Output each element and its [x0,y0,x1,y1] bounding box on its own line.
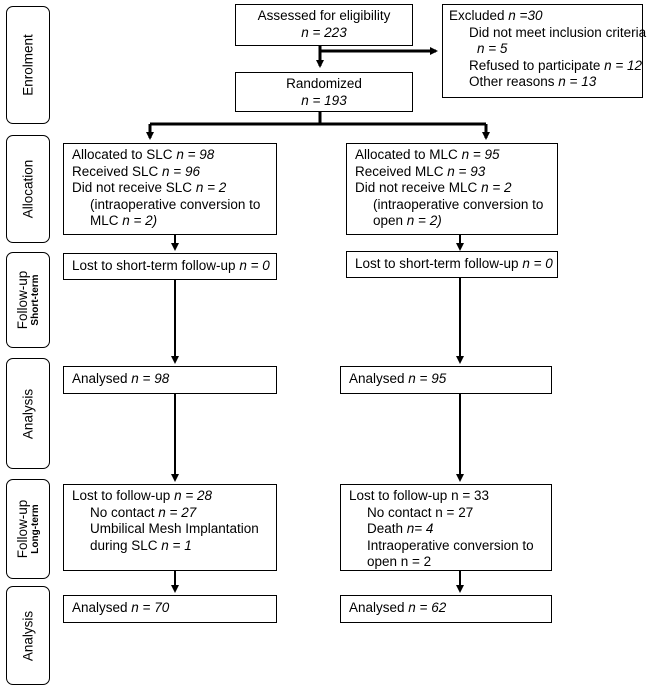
mlc-allocation-box: Allocated to MLC n = 95 Received MLC n =… [346,143,558,235]
mlc-lost-box: Lost to follow-up n = 33 No contact n = … [340,484,552,571]
slc-analysed1-box: Analysed n = 98 [63,366,277,394]
excluded-box: Excluded n =30 Did not meet inclusion cr… [442,4,646,98]
mlc-analysed1-box: Analysed n = 95 [340,366,552,394]
stage-analysis-1: Analysis [6,358,50,469]
stage-analysis-2: Analysis [6,586,50,685]
slc-analysed2-box: Analysed n = 70 [63,595,277,623]
mlc-short-term-box: Lost to short-term follow-up n = 0 [346,251,558,278]
stage-followup-long: Follow-up Long-term [6,479,50,579]
stage-enrolment: Enrolment [6,6,50,124]
slc-allocation-box: Allocated to SLC n = 98 Received SLC n =… [63,143,277,235]
slc-lost-box: Lost to follow-up n = 28 No contact n = … [63,484,277,571]
assessed-box: Assessed for eligibility n = 223 [235,4,413,46]
slc-short-term-box: Lost to short-term follow-up n = 0 [63,253,277,280]
randomized-box: Randomized n = 193 [235,72,413,112]
stage-allocation: Allocation [6,135,50,243]
stage-followup-short: Follow-up Short-term [6,252,50,348]
mlc-analysed2-box: Analysed n = 62 [340,595,552,623]
